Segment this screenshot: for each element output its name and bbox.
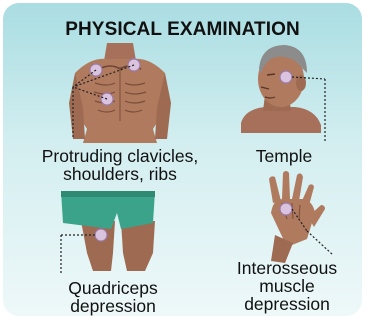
torso-label-line1: Protruding clavicles, xyxy=(21,147,219,165)
hand-label-line1: Interosseous xyxy=(219,259,355,277)
temple-label: Temple xyxy=(239,147,329,165)
hand-label-line3: depression xyxy=(219,295,355,313)
quadriceps-label: Quadriceps depression xyxy=(57,279,169,315)
torso-figure xyxy=(69,43,171,143)
torso-label-line2: shoulders, ribs xyxy=(21,165,219,183)
head-figure xyxy=(241,45,321,133)
physical-examination-card: PHYSICAL EXAMINATION xyxy=(3,3,362,316)
temple-marker xyxy=(280,71,292,83)
hand-marker xyxy=(280,203,292,215)
hand-label-line2: muscle xyxy=(219,277,355,295)
torso-label: Protruding clavicles, shoulders, ribs xyxy=(21,147,219,183)
quadriceps-label-line2: depression xyxy=(57,297,169,315)
legs-figure xyxy=(61,191,155,271)
hand-label: Interosseous muscle depression xyxy=(219,259,355,313)
quadriceps-label-line1: Quadriceps xyxy=(57,279,169,297)
temple-label-line1: Temple xyxy=(239,147,329,165)
quadriceps-marker xyxy=(95,229,107,241)
